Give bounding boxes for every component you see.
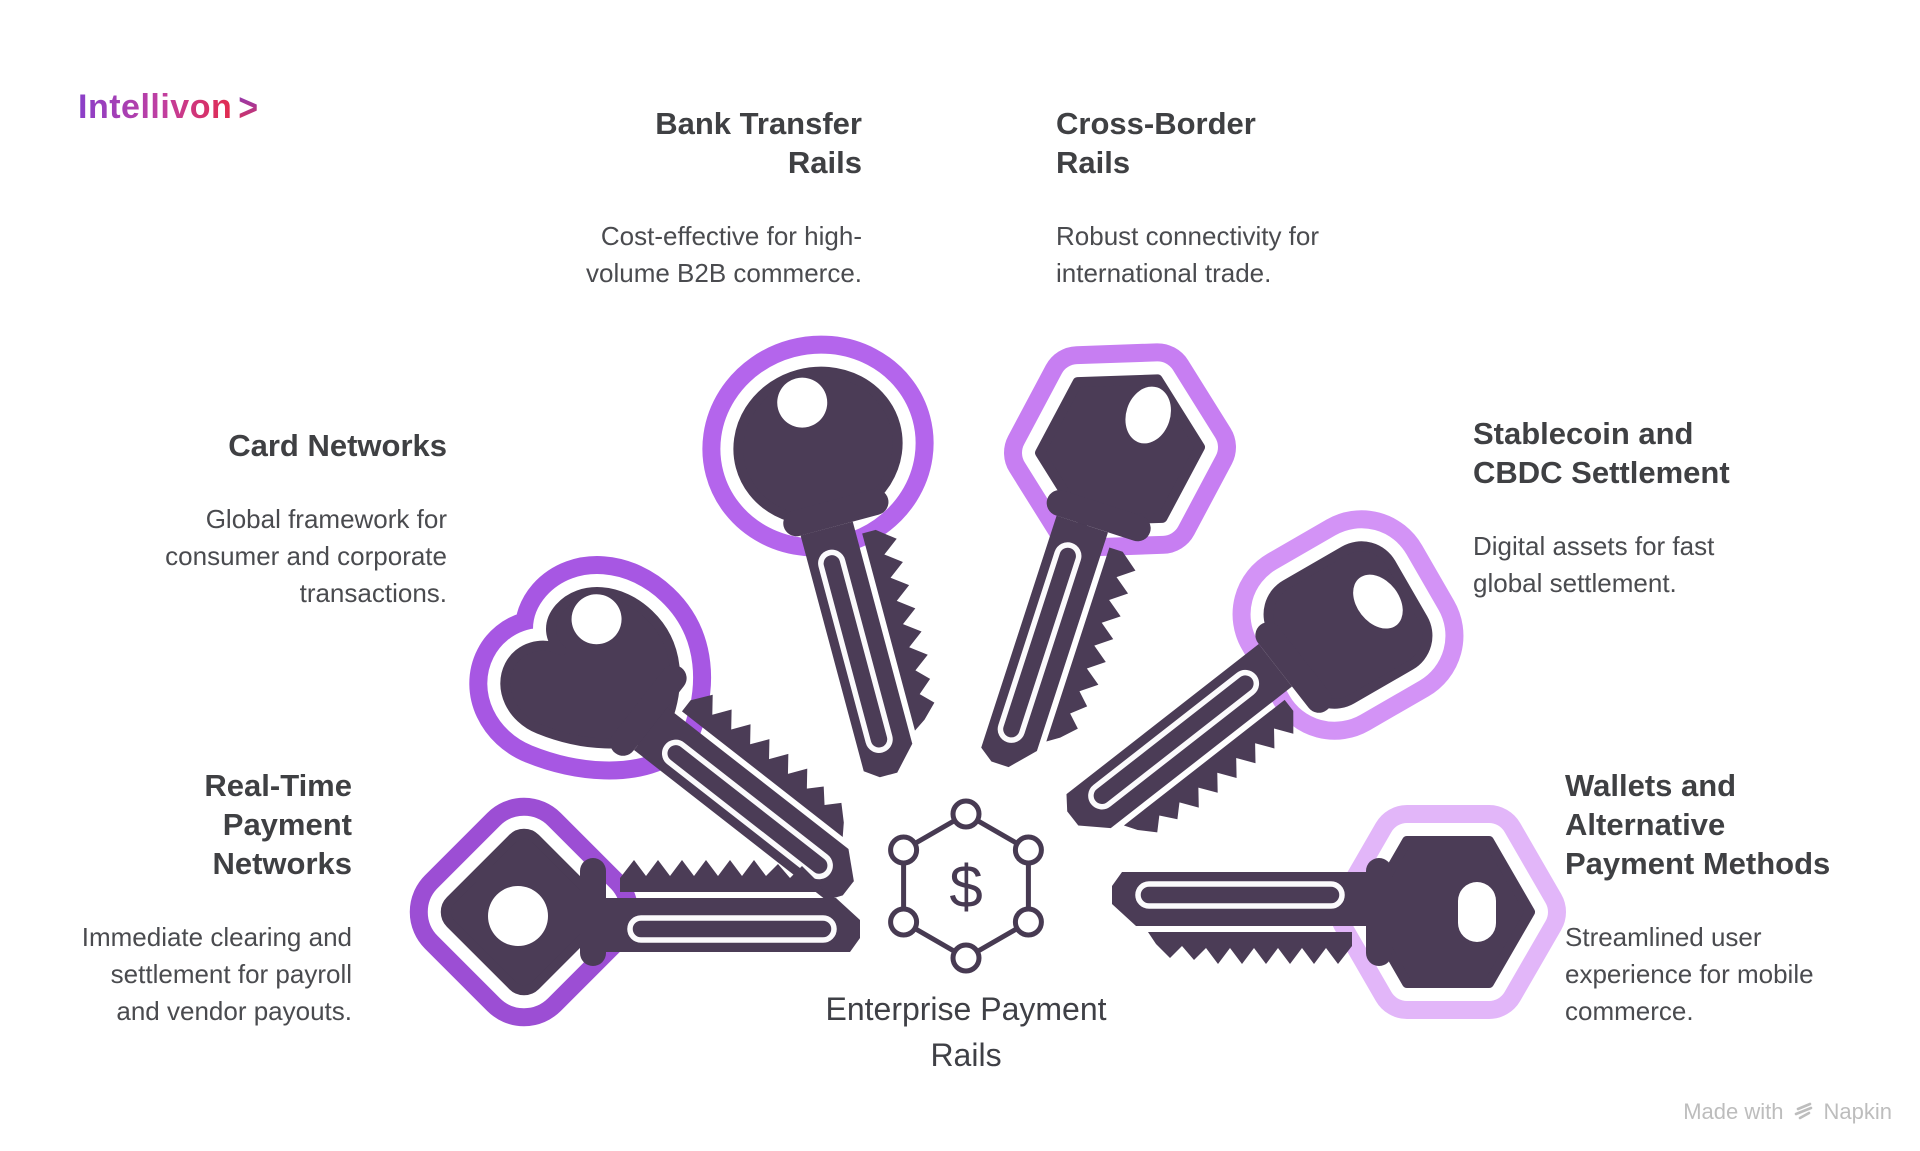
intellivon-logo: Intellivon > xyxy=(78,88,258,127)
label-description: Robust connectivity for international tr… xyxy=(1056,221,1320,288)
key-stablecoin xyxy=(1037,519,1454,891)
label-title: Cross-Border Rails xyxy=(1056,106,1256,180)
label-title: Bank Transfer Rails xyxy=(655,106,862,180)
key-hole xyxy=(1458,882,1496,942)
label-title: Real-Time Payment Networks xyxy=(204,768,352,881)
label-description: Digital assets for fast global settlemen… xyxy=(1473,531,1715,598)
label-cross-border-rails: Cross-Border Rails Robust connectivity f… xyxy=(1056,86,1436,310)
label-stablecoin-cbdc: Stablecoin and CBDC Settlement Digital a… xyxy=(1473,396,1853,620)
key-cross-border xyxy=(945,352,1216,793)
diagram-title: Enterprise Payment Rails xyxy=(825,991,1107,1073)
label-title: Wallets and Alternative Payment Methods xyxy=(1565,768,1831,881)
label-title: Stablecoin and CBDC Settlement xyxy=(1473,416,1730,490)
key-hole xyxy=(777,377,828,428)
napkin-brand-text: Napkin xyxy=(1823,1099,1892,1124)
key-hole xyxy=(1125,386,1171,444)
label-description: Streamlined user experience for mobile c… xyxy=(1565,922,1814,1026)
intellivon-wordmark: Intellivon xyxy=(78,88,233,126)
label-title: Card Networks xyxy=(228,428,447,463)
label-description: Global framework for consumer and corpor… xyxy=(165,504,447,608)
chevron-right-icon: > xyxy=(238,85,259,130)
key-bank-transfer xyxy=(722,354,983,791)
key-hole xyxy=(571,594,622,645)
label-description: Immediate clearing and settlement for pa… xyxy=(81,922,352,1026)
dollar-hexagon-network-icon: $ xyxy=(888,798,1044,974)
made-with-napkin: Made with Napkin xyxy=(1683,1099,1892,1125)
label-card-networks: Card Networks Global framework for consu… xyxy=(67,408,447,630)
label-description: Cost-effective for high- volume B2B comm… xyxy=(586,221,862,288)
key-hole xyxy=(1353,574,1403,629)
key-card-networks xyxy=(488,565,906,941)
key-hole xyxy=(488,886,548,946)
key-realtime-payments xyxy=(439,827,860,997)
label-wallets-apm: Wallets and Alternative Payment Methods … xyxy=(1565,748,1920,1048)
label-realtime-payment-networks: Real-Time Payment Networks Immediate cle… xyxy=(0,748,352,1048)
dollar-symbol: $ xyxy=(949,853,982,920)
key-wallets xyxy=(1112,841,1530,983)
label-bank-transfer-rails: Bank Transfer Rails Cost-effective for h… xyxy=(482,86,862,310)
napkin-logo-icon xyxy=(1794,1102,1812,1120)
made-with-text: Made with xyxy=(1683,1099,1784,1124)
